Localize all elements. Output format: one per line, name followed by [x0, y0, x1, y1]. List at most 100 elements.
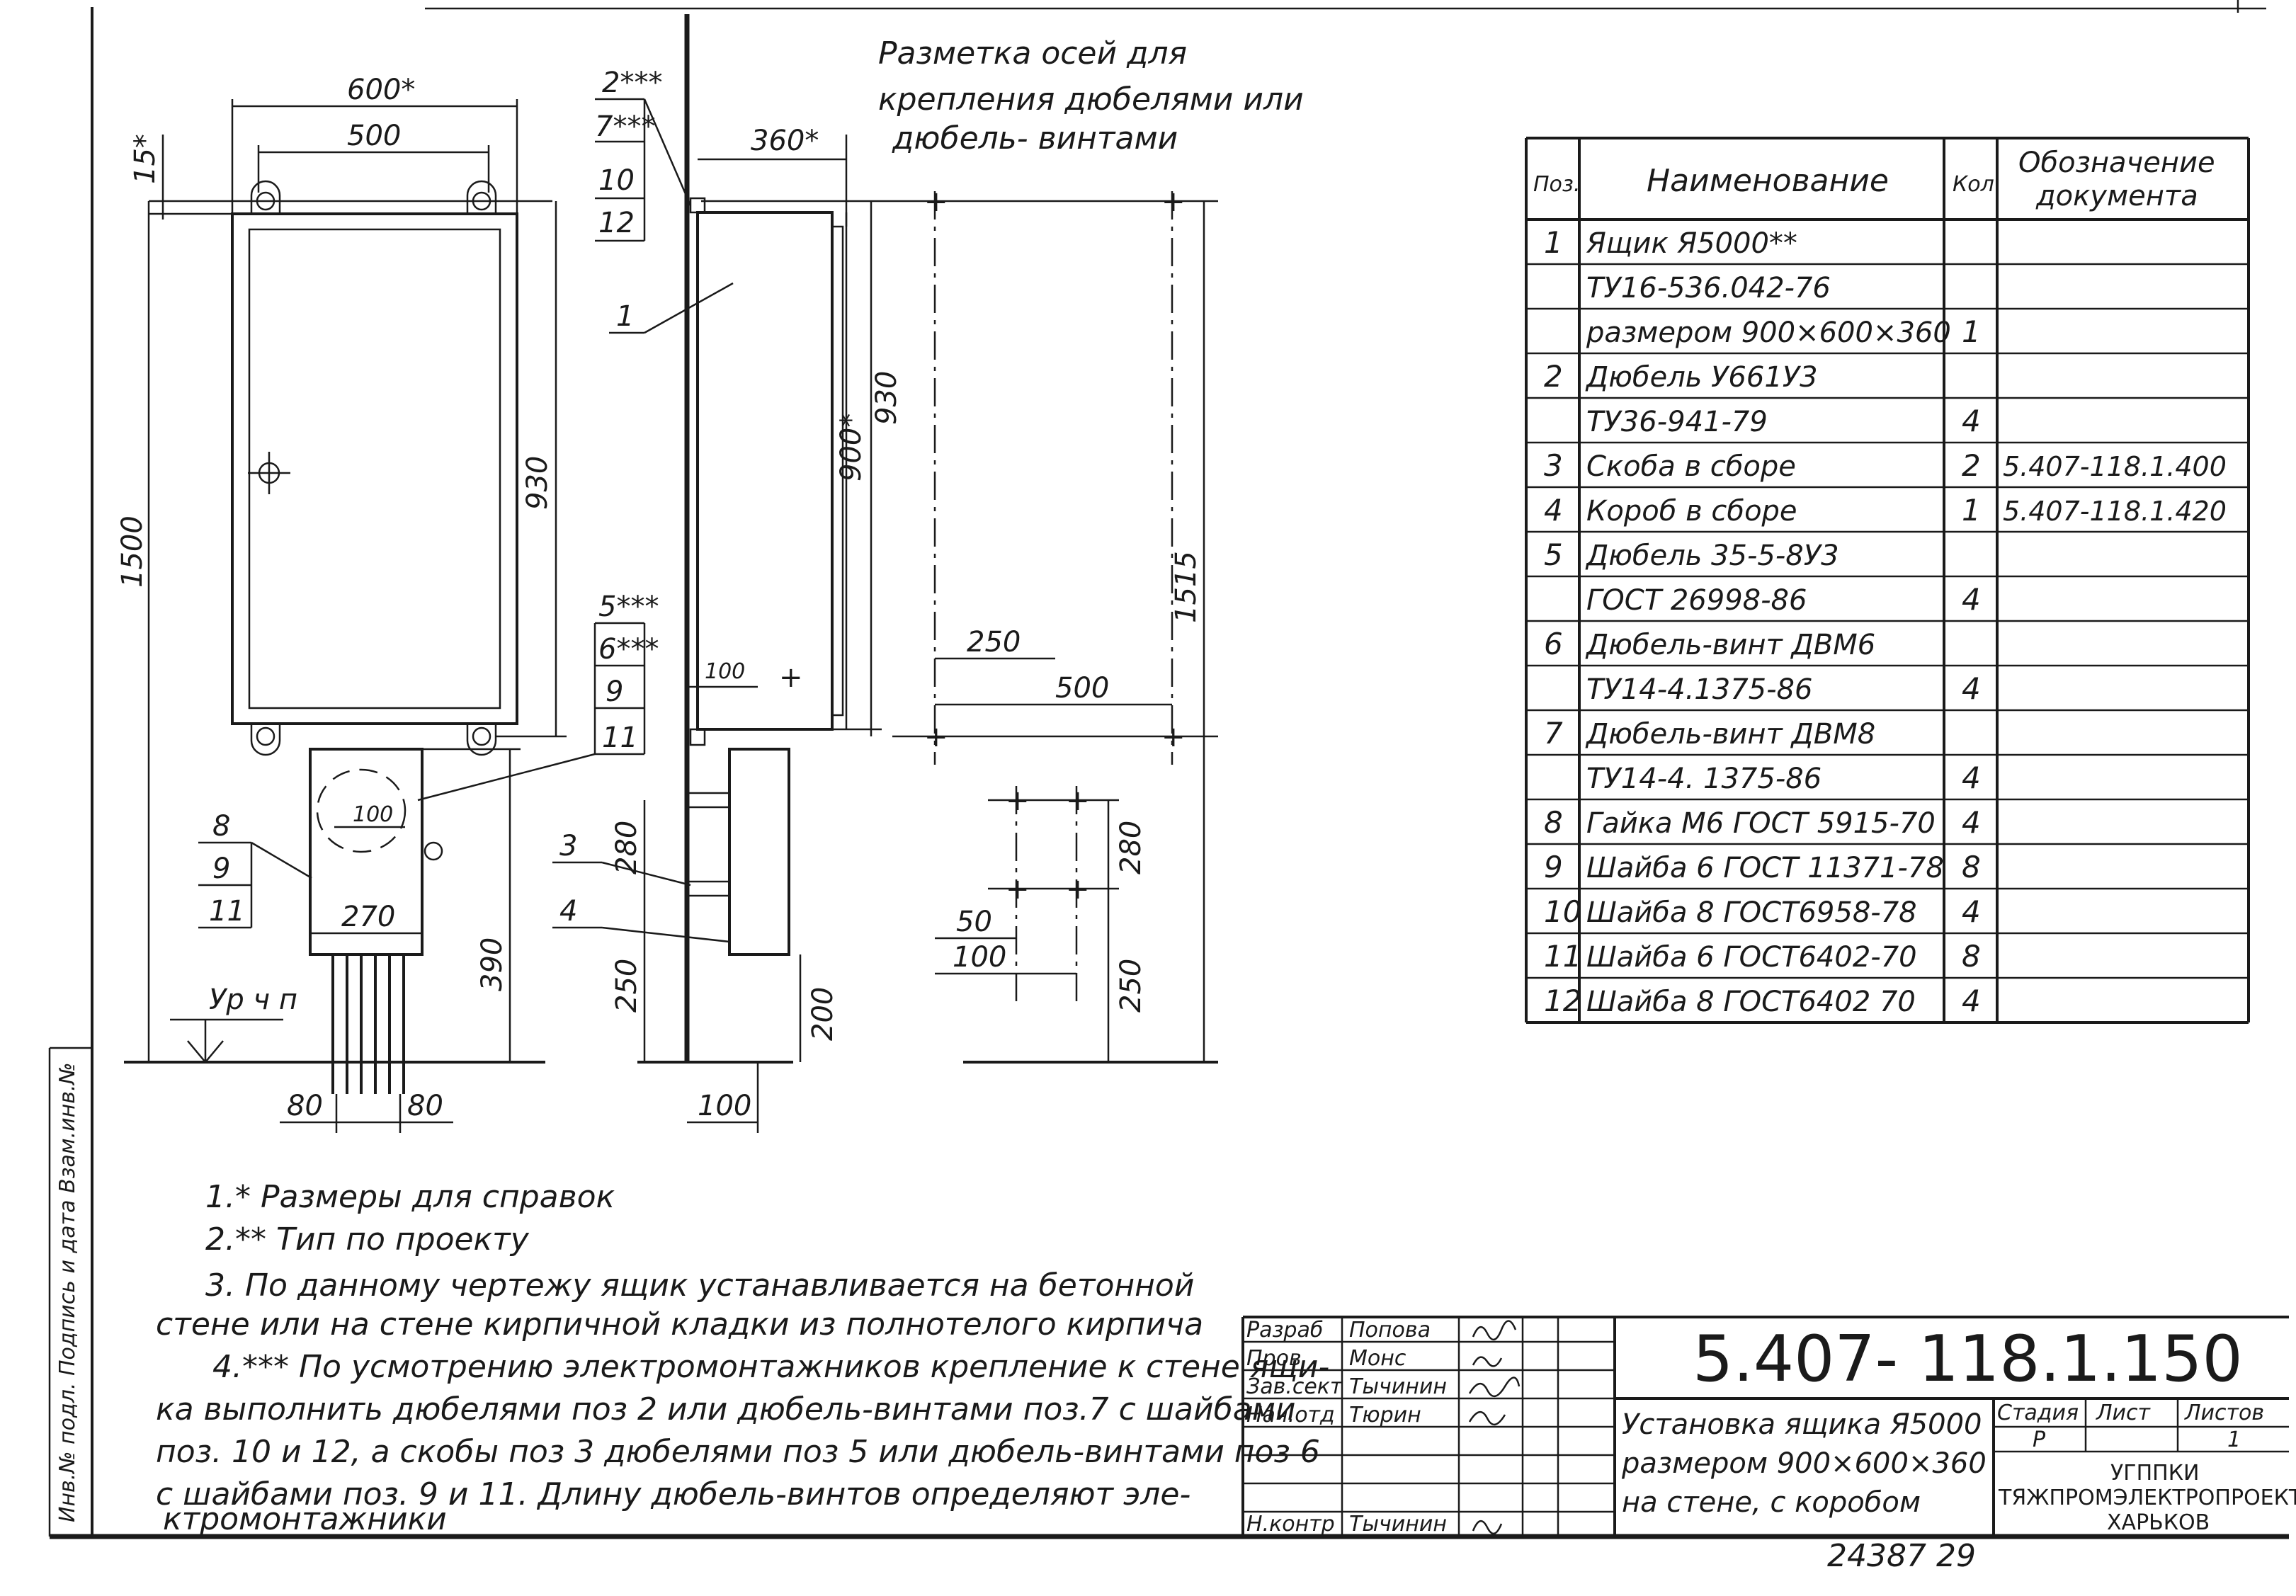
- callout-3: 3: [559, 830, 577, 862]
- footer-number: 24387 29: [1827, 1538, 1976, 1574]
- table-row-pos: 2: [1544, 359, 1563, 394]
- svg-text:+: +: [1066, 873, 1090, 906]
- note-line-6: ка выполнить дюбелями поз 2 или дюбель-в…: [156, 1391, 1296, 1427]
- dim-box-holes: 100: [353, 802, 393, 827]
- org-line-2: ТЯЖПРОМЭЛЕКТРОПРОЕКТ: [1998, 1486, 2296, 1510]
- org-line-3: ХАРЬКОВ: [2107, 1510, 2210, 1535]
- note-line-5: 4.*** По усмотрению электромонтажников к…: [212, 1349, 1329, 1385]
- callout-front-11: 11: [209, 895, 245, 928]
- axes-caption-2: крепления дюбелями или: [878, 81, 1304, 118]
- table-row-pos: 6: [1544, 627, 1563, 661]
- note-line-4: стене или на стене кирпичной кладки из п…: [156, 1306, 1203, 1343]
- dim-wall-offset: 100: [698, 1090, 751, 1122]
- table-row-qty: 4: [1962, 582, 1981, 617]
- dim-height-900: 900*: [835, 414, 868, 481]
- table-row-qty: 4: [1962, 760, 1981, 795]
- callout-4: 4: [559, 895, 577, 928]
- floor-level-label: Ур ч п: [209, 984, 297, 1016]
- name-4: Тюрин: [1349, 1403, 1421, 1427]
- dim-axes-1515: 1515: [1170, 551, 1203, 623]
- dim-bracket-low: 250: [610, 959, 643, 1013]
- axes-caption-3: дюбель- винтами: [892, 120, 1178, 156]
- dim-depth: 360*: [751, 125, 819, 157]
- sheets-value: 1: [2227, 1427, 2241, 1452]
- dim-box-height: 390: [476, 937, 508, 991]
- dim-width-total: 600*: [347, 74, 415, 106]
- svg-text:+: +: [924, 721, 948, 753]
- front-view: Ур ч п 600* 500 15* 1500 930 100 270 390: [116, 74, 567, 1133]
- table-row-qty: 4: [1962, 404, 1981, 438]
- note-line-9: ктромонтажники: [163, 1501, 447, 1537]
- dim-box-offset: 100: [705, 659, 745, 684]
- table-row-doc: 5.407-118.1.420: [2003, 496, 2227, 527]
- svg-text:+: +: [1066, 785, 1090, 817]
- table-row-pos: 3: [1544, 448, 1563, 483]
- dim-height-930: 930: [870, 371, 903, 425]
- table-header-qty: Кол: [1953, 172, 1994, 197]
- side-stamp: Инв.№ подл. Подпись и дата Взам.инв.№: [55, 1062, 80, 1522]
- table-row-doc: 5.407-118.1.400: [2003, 451, 2227, 482]
- table-header-doc-2: документа: [2035, 180, 2198, 212]
- role-3: Зав.сект: [1246, 1374, 1343, 1399]
- callout-side-2: 2***: [602, 67, 662, 99]
- dim-axes-250: 250: [967, 626, 1021, 659]
- dim-width-holes: 500: [347, 120, 401, 152]
- table-row-qty: 1: [1962, 314, 1981, 349]
- table-row-qty: 4: [1962, 984, 1981, 1018]
- table-row-qty: 8: [1962, 939, 1981, 974]
- sheet-frame: [48, 0, 2289, 1539]
- stage-label: Стадия: [1997, 1401, 2079, 1425]
- table-row-pos: 4: [1544, 493, 1563, 528]
- table-row-pos: 10: [1544, 894, 1581, 929]
- title-line-1: Установка ящика Я5000: [1622, 1408, 1982, 1441]
- table-row-name: ТУ14-4.1375-86: [1586, 673, 1812, 706]
- role-1: Разраб: [1246, 1318, 1323, 1343]
- role-7: Н.контр: [1246, 1512, 1335, 1537]
- table-row-qty: 1: [1962, 493, 1981, 528]
- side-view: + 360* 900* 930 100 280 250 200 100: [417, 14, 903, 1133]
- notes: 1.* Размеры для справок 2.** Тип по прое…: [156, 1179, 1329, 1537]
- table-row-name: Дюбель 35-5-8У3: [1585, 540, 1839, 572]
- table-row-name: Ящик Я5000**: [1586, 227, 1797, 260]
- table-row-name: Шайба 8 ГОСТ6958-78: [1586, 896, 1917, 929]
- note-line-7: поз. 10 и 12, а скобы поз 3 дюбелями поз…: [156, 1434, 1320, 1470]
- table-row-name: ТУ36-941-79: [1586, 406, 1768, 438]
- svg-text:+: +: [1006, 785, 1030, 817]
- table-row-pos: 1: [1544, 225, 1563, 260]
- callout-side-6: 6***: [598, 633, 659, 666]
- org-line-1: УГППКИ: [2110, 1461, 2199, 1486]
- dim-box-width: 270: [341, 901, 395, 933]
- note-line-8: с шайбами поз. 9 и 11. Длину дюбель-винт…: [156, 1476, 1190, 1512]
- table-row-name: размером 900×600×360: [1586, 317, 1951, 349]
- callout-side-12: 12: [598, 207, 635, 239]
- table-row-pos: 8: [1544, 805, 1563, 840]
- sheet-label: Лист: [2096, 1401, 2152, 1425]
- callout-1: 1: [616, 300, 634, 333]
- dim-axes-250v: 250: [1115, 959, 1147, 1013]
- table-row-qty: 4: [1962, 805, 1981, 840]
- dim-bracket-depth: 200: [807, 987, 839, 1041]
- callout-side-9: 9: [606, 676, 623, 708]
- dim-axes-100: 100: [953, 941, 1006, 974]
- name-2: Монс: [1349, 1346, 1406, 1371]
- title-line-3: на стене, с коробом: [1622, 1486, 1921, 1519]
- table-row-name: Короб в сборе: [1586, 495, 1797, 528]
- svg-text:+: +: [779, 661, 803, 694]
- name-7: Тычинин: [1349, 1512, 1447, 1537]
- axes-caption-1: Разметка осей для: [878, 35, 1187, 72]
- table-row-qty: 2: [1962, 448, 1981, 483]
- dim-top-offset: 15*: [129, 134, 161, 184]
- table-row-name: Скоба в сборе: [1586, 450, 1796, 483]
- callout-side-10: 10: [598, 164, 635, 197]
- table-row-name: Дюбель У661У3: [1585, 361, 1818, 394]
- stage-value: Р: [2033, 1427, 2046, 1452]
- dim-pipe-right: 80: [407, 1090, 443, 1122]
- dim-axes-50: 50: [956, 906, 992, 938]
- table-row-name: Шайба 6 ГОСТ 11371-78: [1586, 852, 1944, 884]
- svg-text:+: +: [1161, 721, 1186, 753]
- table-row-name: Шайба 8 ГОСТ6402 70: [1586, 986, 1916, 1018]
- role-2: Пров: [1246, 1346, 1302, 1371]
- note-line-1: 1.* Размеры для справок: [205, 1179, 615, 1215]
- drawing-number: 5.407- 118.1.150: [1693, 1322, 2243, 1396]
